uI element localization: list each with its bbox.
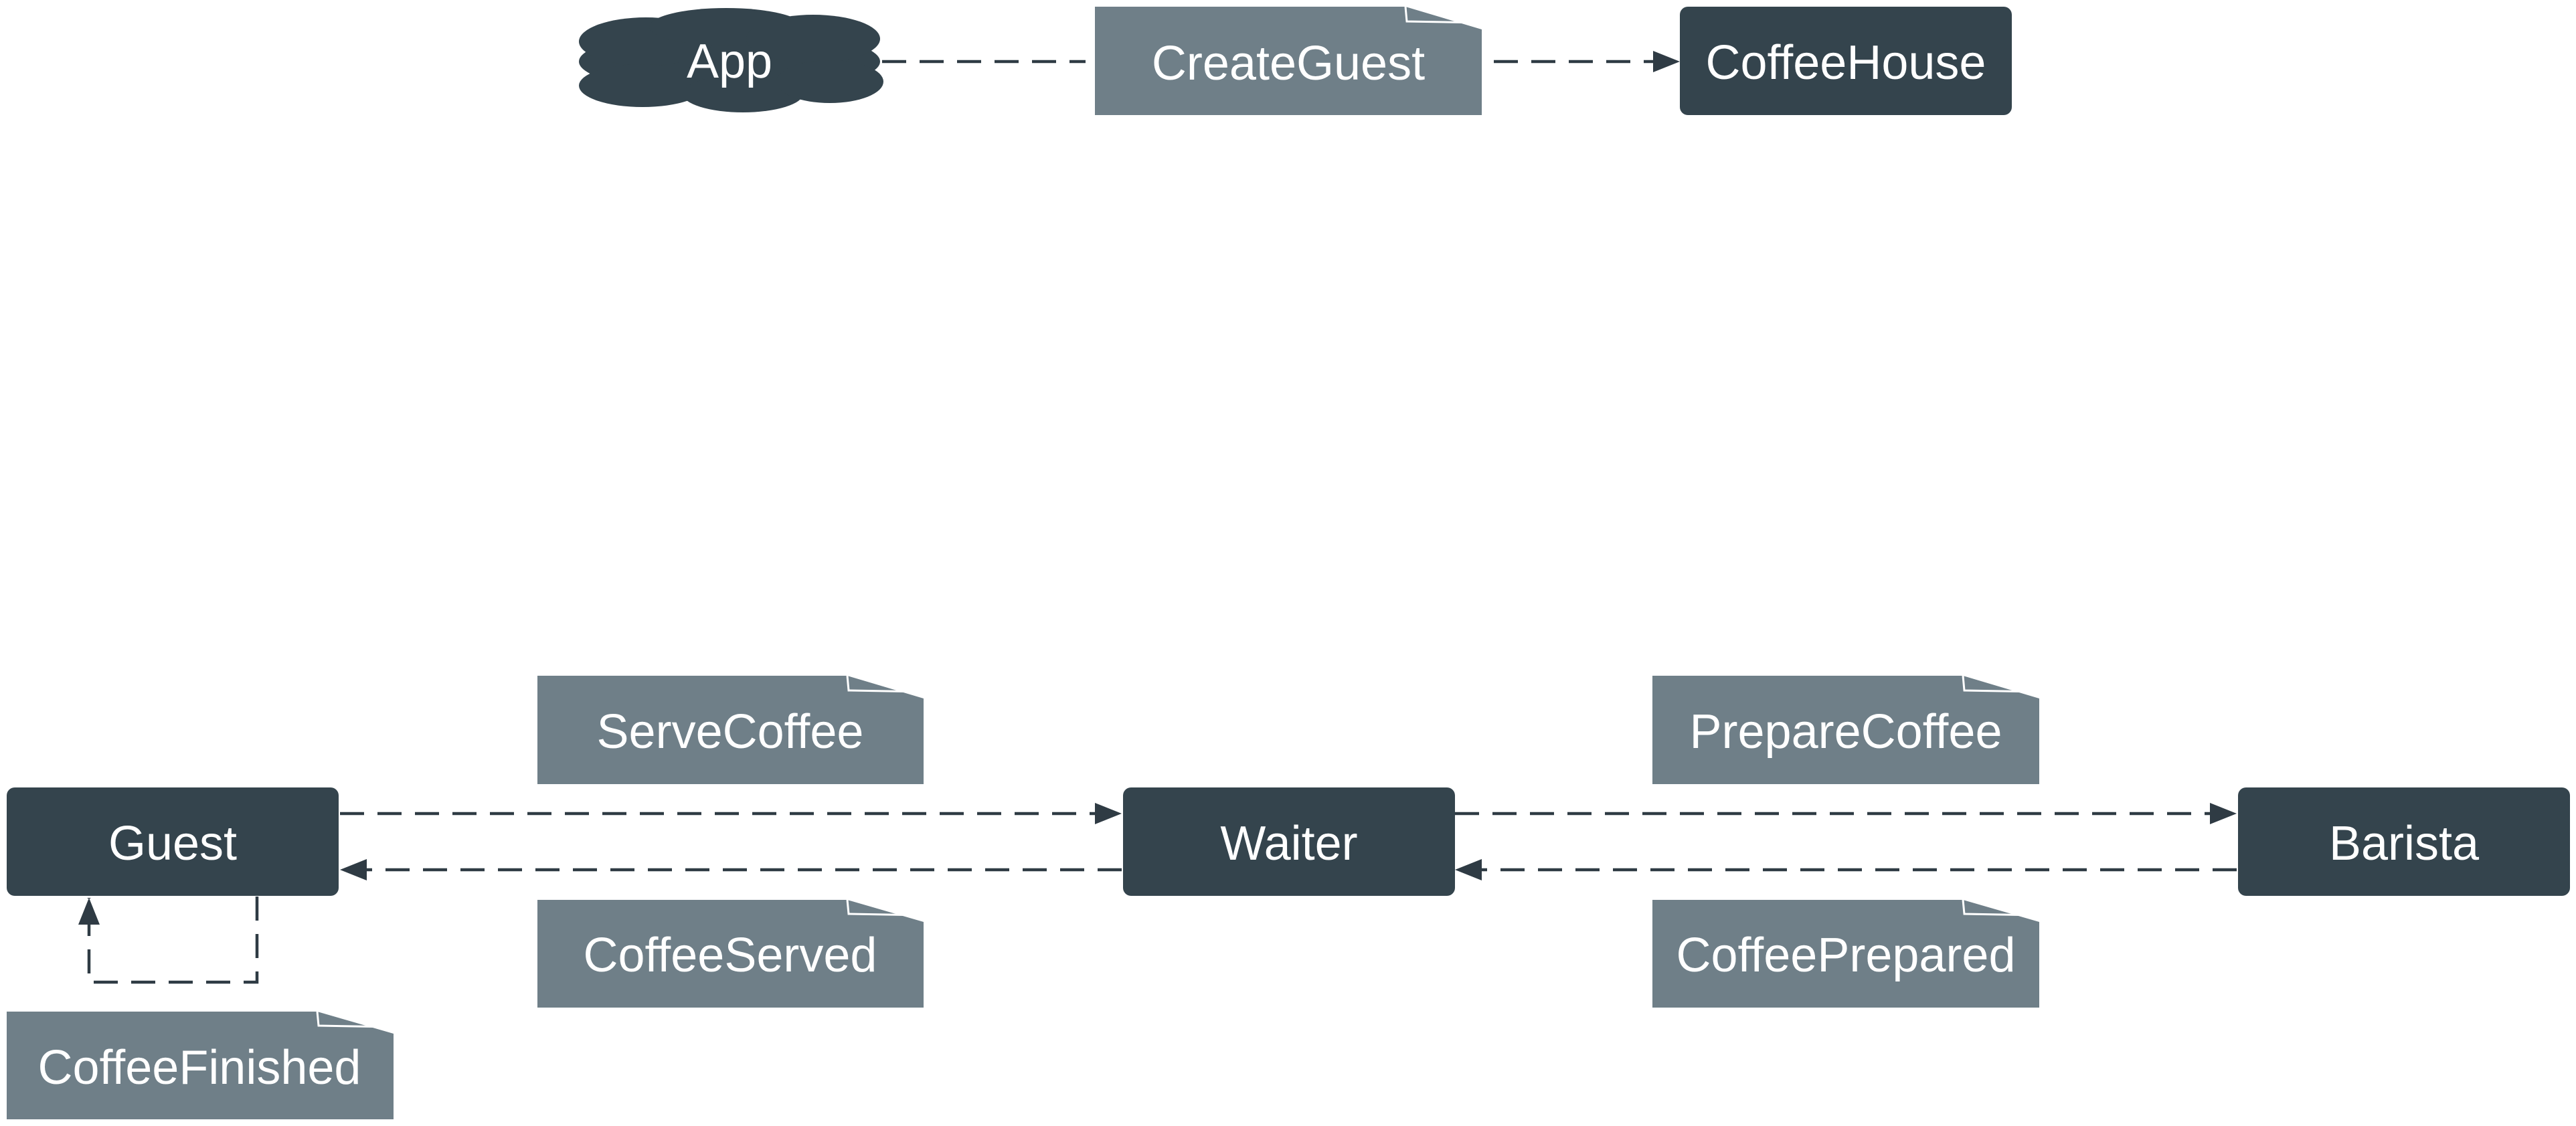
- message-coffee-prepared: CoffeePrepared: [1652, 899, 2040, 1008]
- barista-label: Barista: [2329, 817, 2480, 870]
- note-fold-icon: [1962, 899, 2040, 917]
- coffeehouse-node: CoffeeHouse: [1680, 7, 2012, 115]
- note-fold-icon: [1962, 675, 2040, 693]
- note-fold-icon: [1404, 6, 1482, 24]
- message-note-shape: [1652, 900, 2039, 1008]
- note-fold-icon: [316, 1011, 394, 1028]
- edges: [78, 51, 2237, 984]
- message-coffee-finished: CoffeeFinished: [7, 1011, 394, 1119]
- barista-node: Barista: [2238, 787, 2570, 896]
- message-note-shape: [7, 1012, 394, 1119]
- waiter-node: Waiter: [1123, 787, 1455, 896]
- message-note-shape: [537, 676, 924, 784]
- message-note-shape: [537, 900, 924, 1008]
- edge-guest-self-loop: [78, 897, 259, 984]
- create-guest-label: CreateGuest: [1152, 37, 1425, 90]
- actor-box: [1680, 7, 2012, 115]
- actor-box: [1123, 787, 1455, 896]
- message-prepare-coffee: PrepareCoffee: [1652, 675, 2040, 784]
- message-create-guest: CreateGuest: [1095, 6, 1482, 115]
- actor-box: [7, 787, 339, 896]
- guest-label: Guest: [108, 817, 237, 870]
- message-note-shape: [1652, 676, 2039, 784]
- note-fold-icon: [846, 675, 924, 693]
- actor-box: [2238, 787, 2570, 896]
- coffeehouse-label: CoffeeHouse: [1706, 36, 1986, 90]
- message-coffee-served: CoffeeServed: [537, 899, 924, 1008]
- note-fold-icon: [846, 899, 924, 917]
- coffee-finished-label: CoffeeFinished: [38, 1041, 361, 1095]
- prepare-coffee-label: PrepareCoffee: [1690, 705, 2002, 759]
- app-node: App: [579, 8, 883, 112]
- coffee-served-label: CoffeeServed: [584, 929, 877, 982]
- cloud-icon: [579, 8, 883, 112]
- app-label: App: [687, 35, 772, 88]
- message-serve-coffee: ServeCoffee: [537, 675, 924, 784]
- guest-node: Guest: [7, 787, 339, 896]
- waiter-label: Waiter: [1220, 817, 1357, 870]
- serve-coffee-label: ServeCoffee: [597, 705, 864, 759]
- message-note-shape: [1095, 7, 1482, 115]
- coffee-prepared-label: CoffeePrepared: [1676, 929, 2015, 982]
